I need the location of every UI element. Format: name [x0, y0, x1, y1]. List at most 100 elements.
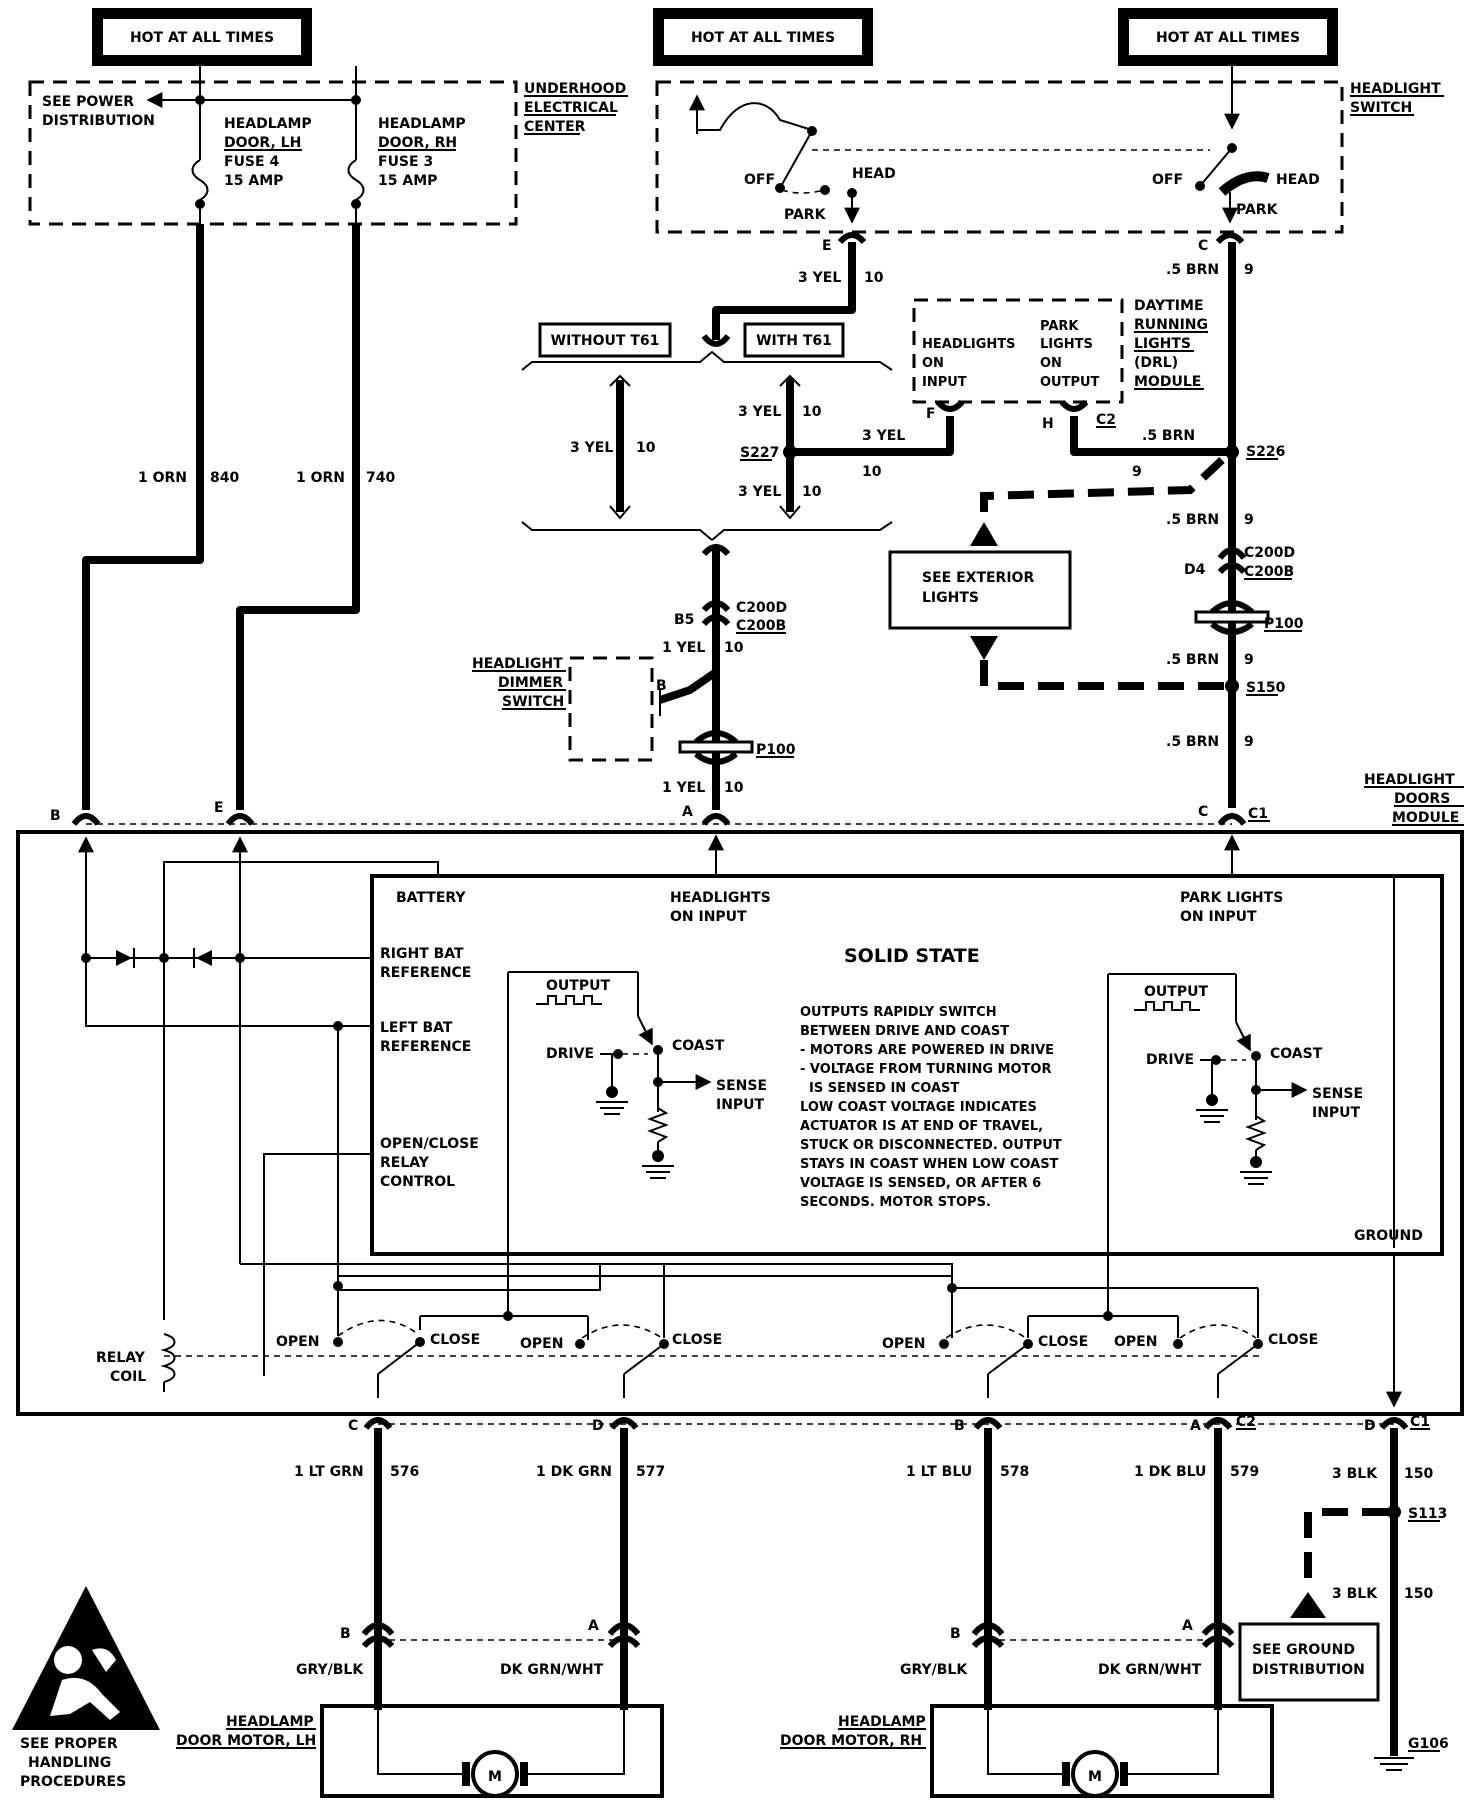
splice-s113: S113 [1408, 1506, 1447, 1522]
brn-3-color: .5 BRN [1166, 652, 1219, 668]
note-line-1: OUTPUTS RAPIDLY SWITCH [800, 1005, 997, 1020]
underhood-title-2: ELECTRICAL [524, 100, 618, 116]
close4-label: CLOSE [1268, 1332, 1318, 1348]
blk1-color: 3 BLK [1332, 1466, 1378, 1482]
fuse4-label-1: HEADLAMP [224, 116, 312, 132]
dimmer-label-1: HEADLIGHT [472, 656, 563, 672]
see-ground-distribution-box: SEE GROUND DISTRIBUTION [1238, 1622, 1380, 1702]
drl-title-3: LIGHTS [1134, 336, 1191, 352]
motor-lh-label-1: HEADLAMP [226, 1714, 314, 1730]
module-left-bat-1: LEFT BAT [380, 1020, 453, 1036]
wire-840 [82, 224, 204, 810]
hot-label-1: HOT AT ALL TIMES [130, 30, 274, 46]
splice-s227: S227 [740, 445, 779, 461]
wire-840-circuit: 840 [210, 470, 239, 486]
drl-title-2: RUNNING [1134, 317, 1208, 333]
wire-577-color: 1 DK GRN [536, 1464, 612, 1480]
note-line-6: LOW COAST VOLTAGE INDICATES [800, 1100, 1037, 1115]
module-right-bat-2: REFERENCE [380, 965, 471, 981]
fuse3-label-1: HEADLAMP [378, 116, 466, 132]
note-line-5: IS SENSED IN COAST [800, 1081, 959, 1096]
yel-left-circuit: 10 [636, 440, 656, 456]
note-line-3: - MOTORS ARE POWERED IN DRIVE [800, 1043, 1054, 1058]
yel-low1-circuit: 10 [724, 640, 744, 656]
relay-coil: RELAY COIL [96, 1333, 1260, 1392]
open2-label: OPEN [520, 1336, 563, 1352]
switch-off-label-1: OFF [744, 172, 775, 188]
headlight-doors-module [16, 830, 1464, 1416]
brn-drl-color: .5 BRN [1142, 428, 1195, 444]
module-relay-ctl-2: RELAY [380, 1155, 430, 1171]
note-line-10: VOLTAGE IS SENSED, OR AFTER 6 [800, 1176, 1041, 1191]
ground-g106: G106 [1374, 1736, 1449, 1771]
open1-label: OPEN [276, 1334, 319, 1350]
conn-pin-a-low: A [1190, 1418, 1201, 1434]
yel-top-color: 3 YEL [738, 404, 781, 420]
hot-label-2: HOT AT ALL TIMES [691, 30, 835, 46]
esd-warning-icon: SEE PROPER HANDLING PROCEDURES [12, 1586, 160, 1790]
switch-pin-c: C [1198, 238, 1208, 254]
close3-label: CLOSE [1038, 1334, 1088, 1350]
headlamp-door-motor-lh: M HEADLAMP DOOR MOTOR, LH [176, 1704, 664, 1798]
note-line-8: STUCK OR DISCONNECTED. OUTPUT [800, 1138, 1062, 1153]
module-headlights-in-2: ON INPUT [670, 909, 747, 925]
wire-yel-drl [790, 416, 954, 456]
without-t61-label: WITHOUT T61 [551, 333, 660, 349]
conn-pin-b: B [50, 808, 61, 824]
see-ground-label-2: DISTRIBUTION [1252, 1662, 1365, 1678]
rh-left-wire-label: GRY/BLK [900, 1662, 968, 1678]
dimmer-label-2: DIMMER [498, 675, 563, 691]
brn-2-color: .5 BRN [1166, 512, 1219, 528]
fuse-4-symbol [191, 159, 209, 201]
drl-title-1: DAYTIME [1134, 298, 1204, 314]
fuse-3-symbol [347, 159, 365, 201]
conn-c1: C1 [1248, 806, 1268, 822]
drl-pin-f: F [926, 406, 936, 422]
wire-579-color: 1 DK BLU [1134, 1464, 1206, 1480]
headlight-dimmer-switch: HEADLIGHT DIMMER SWITCH B [472, 656, 719, 762]
see-exterior-label-2: LIGHTS [922, 590, 979, 606]
yel-switch-circuit: 10 [864, 270, 884, 286]
switch-park-label-2: PARK [1236, 202, 1279, 218]
open4-label: OPEN [1114, 1334, 1157, 1350]
relay-coil-label-1: RELAY [96, 1350, 146, 1366]
switch-pin-e: E [822, 238, 832, 254]
module-left-bat-2: REFERENCE [380, 1039, 471, 1055]
esd-label-1: SEE PROPER [20, 1736, 118, 1752]
headlight-switch-title-2: SWITCH [1350, 100, 1412, 116]
esd-label-2: HANDLING [28, 1755, 111, 1771]
drl-in-1: HEADLIGHTS [922, 337, 1016, 352]
yel-bot-circuit: 10 [802, 484, 822, 500]
conn-pin-d4: D4 [1184, 562, 1206, 578]
fuse3-label-4: 15 AMP [378, 173, 437, 189]
drl-out-4: OUTPUT [1040, 375, 1100, 390]
wire-579-circuit: 579 [1230, 1464, 1259, 1480]
brn-2-circuit: 9 [1244, 512, 1254, 528]
conn-pin-c: C [1198, 804, 1208, 820]
note-line-4: - VOLTAGE FROM TURNING MOTOR [800, 1062, 1051, 1077]
rh-right-wire-label: DK GRN/WHT [1098, 1662, 1202, 1678]
wire-yel-switch [712, 242, 856, 340]
wire-740 [236, 224, 360, 810]
p100-right [1194, 600, 1270, 635]
switch-off-label-2: OFF [1152, 172, 1183, 188]
drl-out-3: ON [1040, 356, 1062, 371]
conn-pin-c-low: C [348, 1418, 358, 1434]
wire-576-circuit: 576 [390, 1464, 419, 1480]
conn-c2-low: C2 [1236, 1414, 1256, 1430]
conn-pin-a: A [682, 804, 693, 820]
motor-m-lh: M [488, 1769, 502, 1785]
conn-pin-b5: B5 [674, 612, 694, 628]
hot-box-2: HOT AT ALL TIMES [653, 8, 873, 66]
switch-head-label-2: HEAD [1276, 172, 1320, 188]
open3-label: OPEN [882, 1336, 925, 1352]
solid-state-box [370, 874, 1444, 1256]
switch-head-label-1: HEAD [852, 166, 896, 182]
see-exterior-lights-box: SEE EXTERIOR LIGHTS [888, 550, 1072, 630]
module-title-2: DOORS [1394, 791, 1450, 807]
drl-in-2: ON [922, 356, 944, 371]
coast1-label: COAST [672, 1038, 725, 1054]
see-exterior-label-1: SEE EXTERIOR [922, 570, 1034, 586]
esd-label-3: PROCEDURES [20, 1774, 126, 1790]
